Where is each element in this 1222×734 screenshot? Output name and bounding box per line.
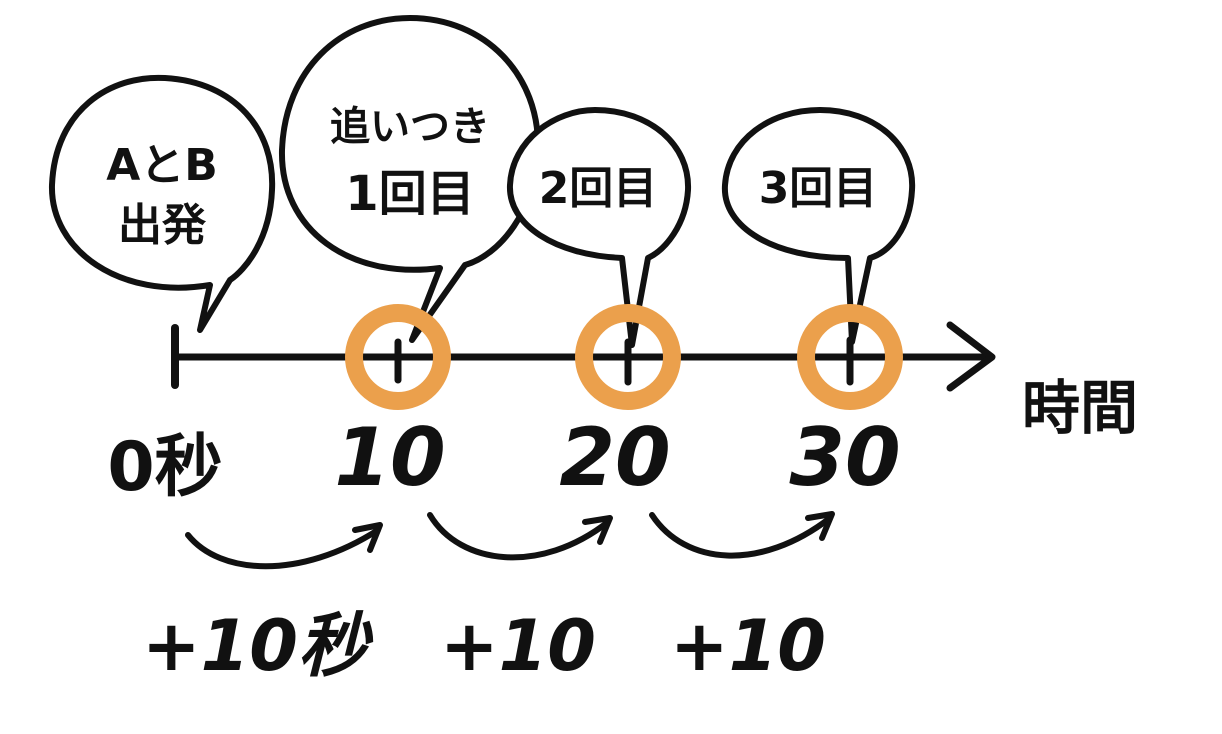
- speech-bubble-third: 3回目: [721, 107, 916, 345]
- bubble-first-line2: 1回目: [345, 166, 474, 222]
- tick-label-20: 20: [559, 411, 670, 504]
- tick-label-30: 30: [789, 411, 900, 504]
- interval-arrow-3: [649, 511, 835, 559]
- tick-label-0: 0秒: [107, 428, 222, 507]
- interval-arrow-2: [427, 512, 613, 561]
- highlight-circle-10: [345, 304, 451, 410]
- highlight-circle-30: [797, 304, 903, 410]
- bubble-start-line2: 出発: [118, 200, 207, 251]
- bubble-first-line1: 追いつき: [330, 104, 490, 150]
- interval-label-1: +10秒: [142, 605, 374, 687]
- bubble-second-label: 2回目: [539, 163, 658, 214]
- interval-label-3: +10: [670, 605, 826, 687]
- speech-bubble-first-catchup: 追いつき 1回目: [278, 15, 542, 343]
- bubble-start-line1: AとB: [106, 140, 218, 191]
- interval-arrow-1: [185, 522, 383, 570]
- bubble-third-label: 3回目: [759, 163, 878, 214]
- axis-arrowhead-icon: [946, 321, 996, 392]
- speech-bubble-start: AとB 出発: [48, 74, 276, 333]
- interval-label-2: +10: [440, 605, 596, 687]
- highlight-circle-20: [575, 304, 681, 410]
- speech-bubble-second: 2回目: [506, 107, 692, 348]
- time-axis: 時間: [171, 304, 1138, 442]
- axis-label: 時間: [1022, 374, 1138, 442]
- tick-label-10: 10: [334, 411, 445, 504]
